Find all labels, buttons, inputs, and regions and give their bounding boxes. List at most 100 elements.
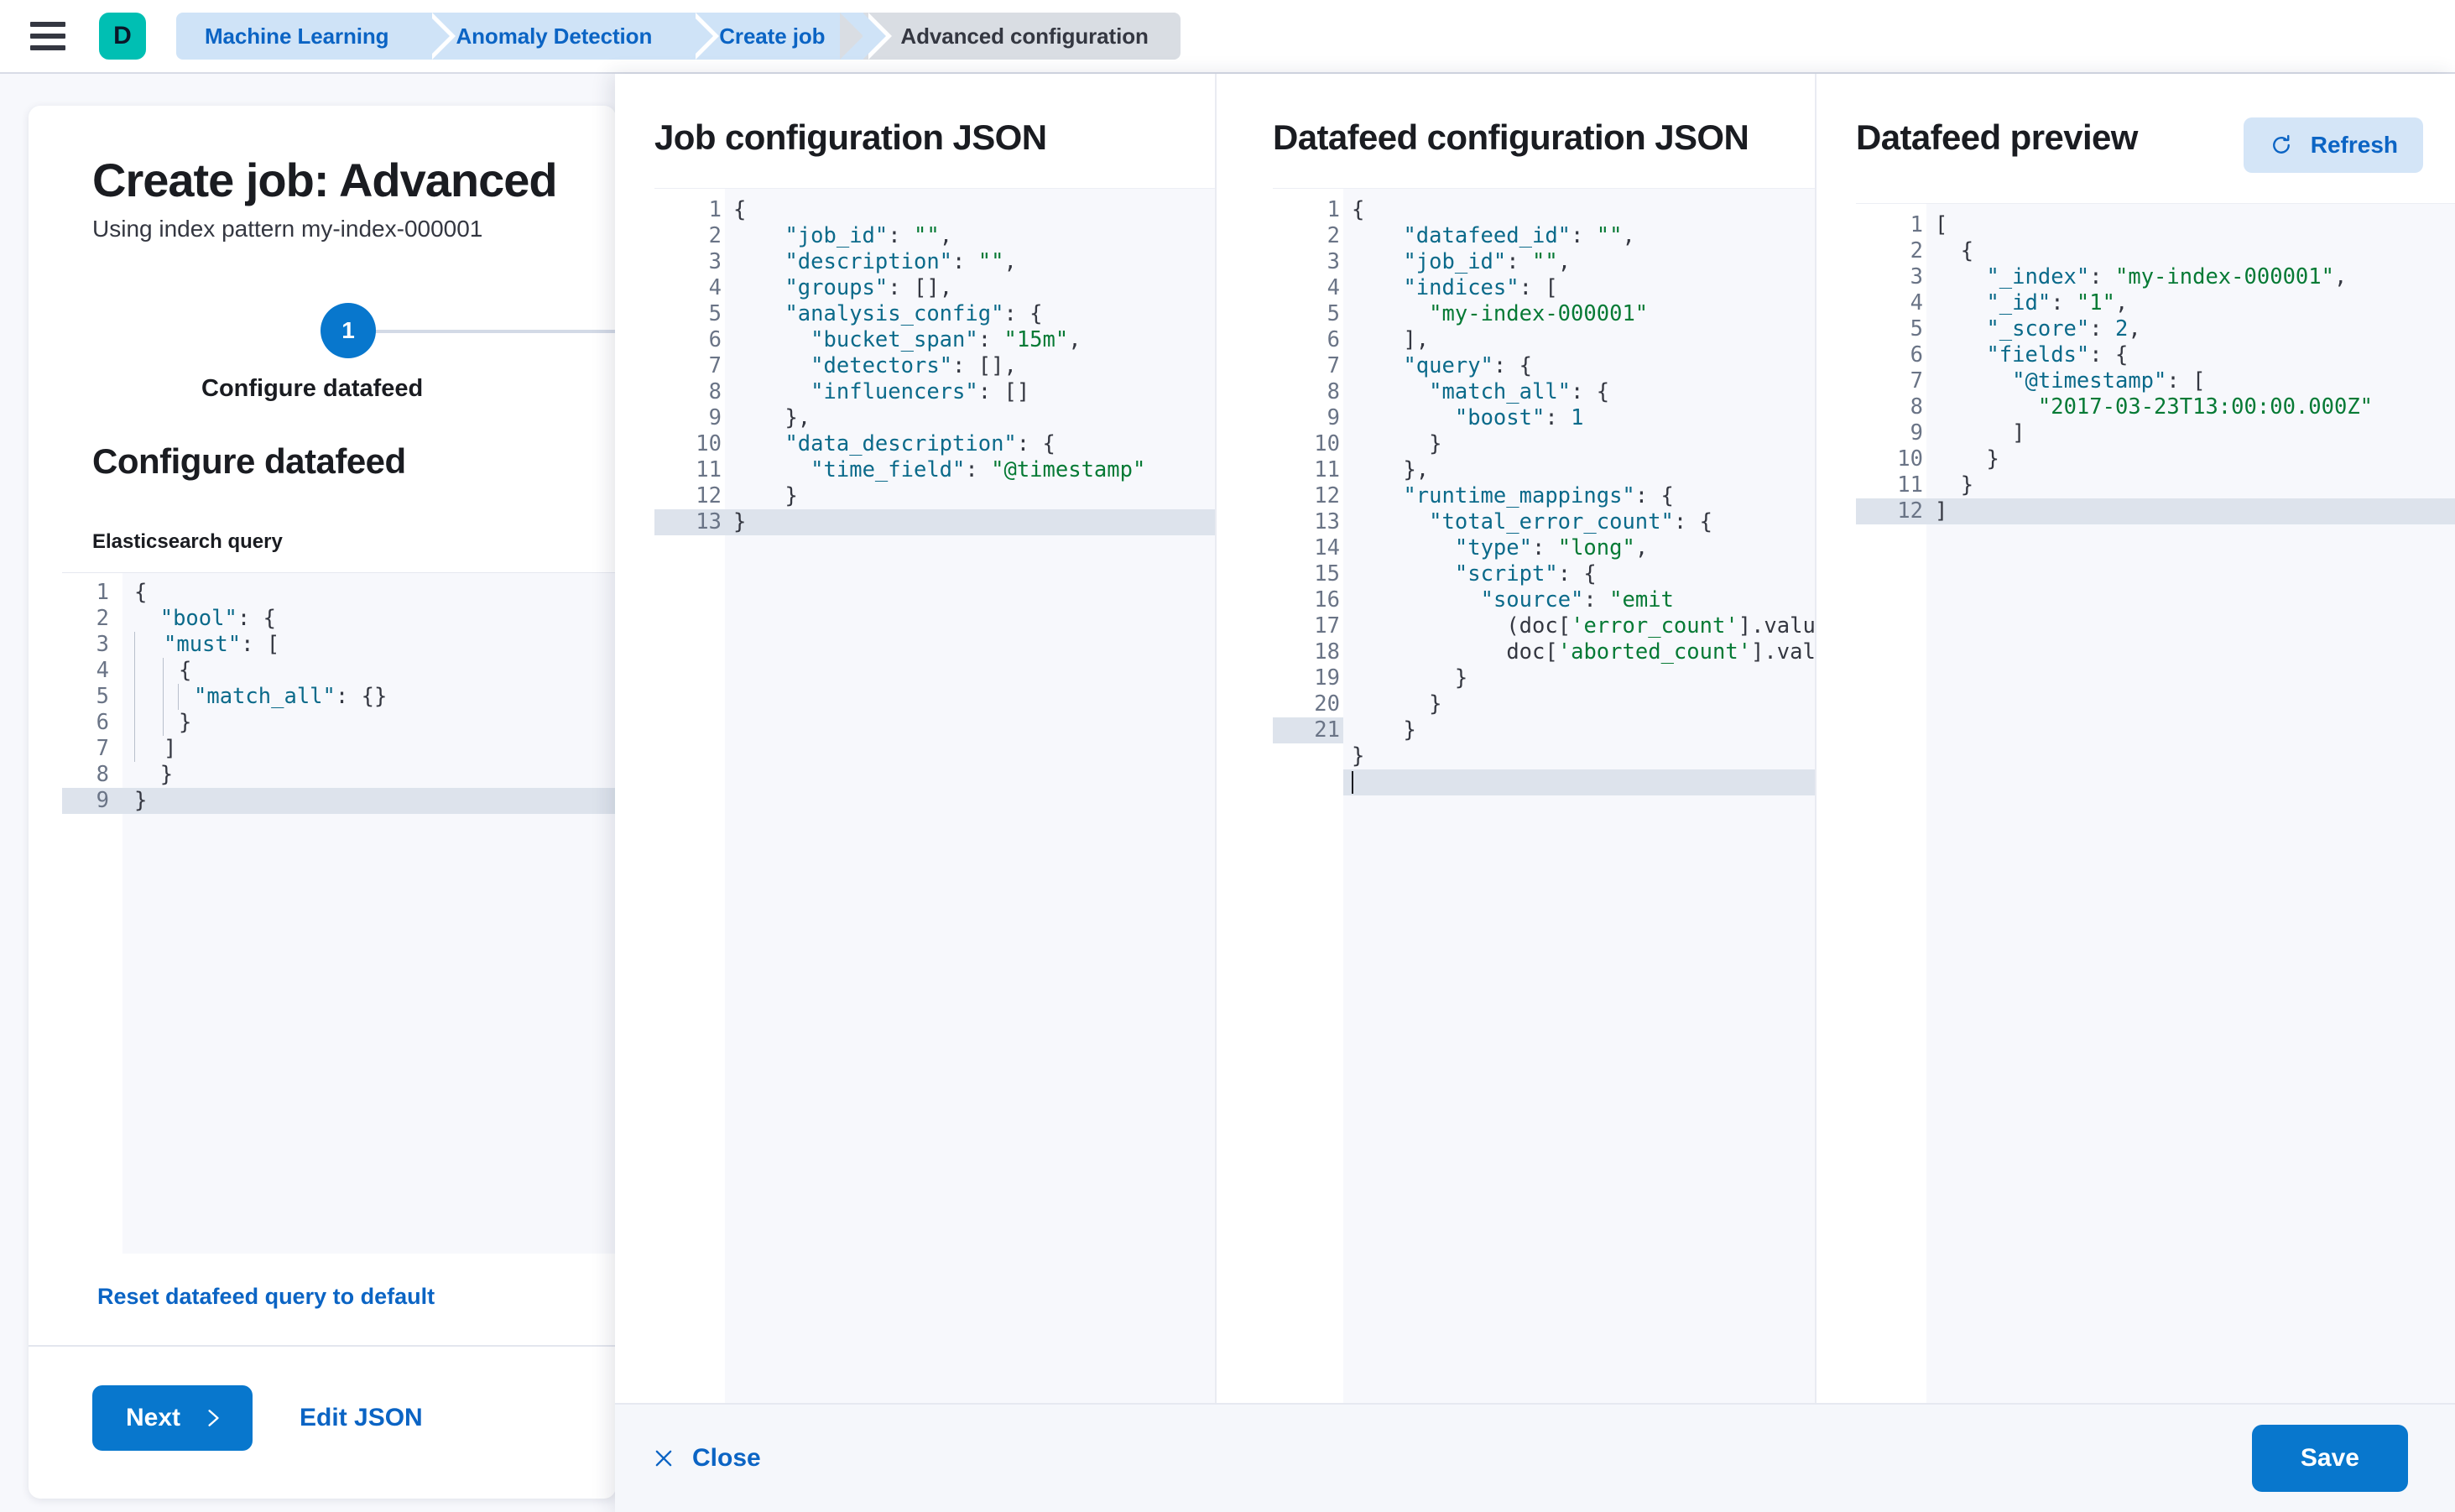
code-line[interactable]: { [1960, 238, 1974, 263]
code-line[interactable]: } [1986, 446, 1999, 472]
code-line[interactable]: "fields": { [1986, 342, 2129, 368]
code-line[interactable]: } [1429, 431, 1442, 456]
refresh-button[interactable]: Refresh [2243, 117, 2423, 173]
code-line[interactable]: "description": "", [784, 249, 1017, 274]
code-line[interactable]: "script": { [1454, 561, 1597, 587]
line-number: 10 [654, 431, 738, 457]
line-number: 4 [96, 658, 109, 683]
save-button[interactable]: Save [2251, 1425, 2408, 1492]
space-avatar[interactable]: D [99, 13, 146, 60]
line-number: 9 [62, 788, 122, 814]
next-button[interactable]: Next [92, 1385, 253, 1451]
code-line[interactable]: "query": { [1403, 353, 1532, 378]
stepper-line [362, 330, 616, 333]
code-line[interactable]: ] [122, 736, 616, 762]
code-line[interactable]: "bool": { [159, 606, 276, 631]
editor-code[interactable]: { "bool": {"must": [{"match_all": {}}] }… [62, 573, 616, 1254]
line-number: 6 [1327, 327, 1340, 352]
code-line[interactable]: } [725, 509, 1215, 535]
line-number: 6 [1856, 342, 1939, 368]
code-line[interactable]: } [122, 710, 616, 736]
hamburger-menu-icon[interactable] [30, 22, 65, 50]
code-line[interactable]: "@timestamp": [ [2012, 368, 2206, 394]
line-number: 13 [654, 509, 725, 535]
code-line[interactable]: } [1403, 717, 1416, 743]
line-number: 5 [1327, 301, 1340, 326]
code-line[interactable]: "_score": 2, [1986, 316, 2141, 342]
code-line[interactable]: "job_id": "", [1403, 249, 1572, 274]
editor-code[interactable]: { "datafeed_id": "", "job_id": "", "indi… [1343, 189, 1815, 1403]
code-line[interactable]: "my-index-000001" [1429, 301, 1649, 326]
line-number: 1 [96, 580, 109, 605]
code-line[interactable]: }, [1403, 457, 1430, 482]
create-job-wizard-card: Create job: Advanced Using index pattern… [29, 106, 616, 1499]
code-line[interactable]: } [1352, 743, 1365, 769]
code-line[interactable]: "indices": [ [1403, 275, 1558, 300]
code-line[interactable]: "source": "emit (doc['error_count'].valu… [1480, 587, 1815, 665]
editor-code[interactable]: { "job_id": "", "description": "", "grou… [725, 189, 1215, 1403]
close-button-label: Close [692, 1444, 761, 1472]
code-line[interactable]: { [733, 197, 747, 222]
breadcrumb-item-1[interactable]: Anomaly Detection [427, 13, 720, 60]
line-number: 10 [1897, 446, 1923, 472]
code-line[interactable]: "_index": "my-index-000001", [1986, 264, 2348, 289]
code-line[interactable]: "2017-03-23T13:00:00.000Z" [2037, 394, 2374, 420]
stepper-step-1[interactable]: 1 [321, 303, 376, 358]
breadcrumb-item-2[interactable]: Create job [691, 13, 893, 60]
line-number: 21 [1273, 717, 1343, 743]
code-line[interactable]: "datafeed_id": "", [1403, 223, 1635, 248]
line-number: 9 [1327, 405, 1340, 430]
stepper-step-1-label: Configure datafeed [201, 375, 424, 402]
code-line[interactable]: } [159, 762, 174, 787]
code-line[interactable]: "_id": "1", [1986, 290, 2129, 315]
code-line[interactable]: } [1429, 691, 1442, 717]
line-number: 15 [1273, 561, 1356, 587]
reset-datafeed-query-link[interactable]: Reset datafeed query to default [97, 1284, 435, 1309]
line-number: 11 [696, 457, 722, 482]
code-line[interactable]: "must": [ [122, 632, 616, 658]
code-line[interactable]: "match_all": {} [122, 684, 616, 710]
code-line[interactable]: "job_id": "", [784, 223, 953, 248]
code-line[interactable]: "total_error_count": { [1429, 509, 1712, 534]
code-line[interactable]: "influencers": [] [811, 379, 1030, 404]
code-line[interactable]: "type": "long", [1454, 535, 1649, 560]
line-number: 1 [1856, 212, 1939, 238]
code-line[interactable]: } [1960, 472, 1974, 498]
code-line[interactable]: "runtime_mappings": { [1403, 483, 1674, 508]
close-button[interactable]: Close [652, 1444, 761, 1473]
code-line[interactable]: "detectors": [], [811, 353, 1017, 378]
code-line[interactable] [1343, 769, 1815, 795]
next-button-label: Next [126, 1404, 181, 1431]
code-line[interactable]: ], [1403, 327, 1430, 352]
code-line[interactable]: "analysis_config": { [784, 301, 1043, 326]
page-subtitle: Using index pattern my-index-000001 [92, 216, 483, 242]
editor-code[interactable]: [ { "_index": "my-index-000001", "_id": … [1926, 204, 2455, 1403]
code-line[interactable]: { [134, 580, 148, 605]
code-line[interactable]: { [122, 658, 616, 684]
breadcrumb-item-0[interactable]: Machine Learning [176, 13, 456, 60]
breadcrumb-item-3: Advanced configuration [840, 13, 1181, 60]
code-line[interactable]: "groups": [], [784, 275, 953, 300]
code-line[interactable]: }, [784, 405, 811, 430]
code-line[interactable]: { [1352, 197, 1365, 222]
code-line[interactable]: } [1454, 665, 1468, 691]
code-line[interactable]: "bucket_span": "15m", [811, 327, 1082, 352]
code-line[interactable]: ] [1926, 498, 2455, 524]
code-line[interactable]: "time_field": "@timestamp" [811, 457, 1146, 482]
code-line[interactable]: ] [2012, 420, 2025, 446]
code-line[interactable]: [ [1935, 212, 1948, 237]
code-line[interactable]: "boost": 1 [1454, 405, 1584, 430]
edit-json-link[interactable]: Edit JSON [300, 1404, 423, 1431]
line-number: 16 [1314, 587, 1340, 613]
code-line[interactable]: } [62, 788, 616, 814]
code-line[interactable]: "data_description": { [784, 431, 1055, 456]
code-line[interactable]: } [784, 483, 798, 508]
code-line[interactable]: "match_all": { [1429, 379, 1610, 404]
